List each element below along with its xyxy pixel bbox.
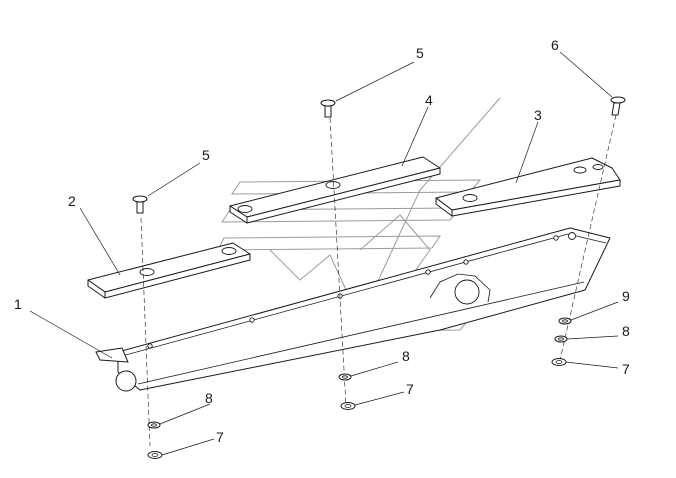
callout-1: 1 bbox=[14, 296, 22, 312]
callout-2: 2 bbox=[68, 193, 76, 209]
callout-9: 9 bbox=[622, 288, 630, 304]
washer-nut-center bbox=[338, 373, 356, 410]
callout-5-left: 5 bbox=[202, 147, 210, 163]
callout-6: 6 bbox=[551, 37, 559, 53]
plate-part-4 bbox=[229, 156, 441, 224]
plate-part-3 bbox=[435, 157, 621, 217]
callout-8-center: 8 bbox=[402, 348, 410, 364]
end-pin bbox=[115, 370, 137, 392]
callout-3: 3 bbox=[534, 107, 542, 123]
callout-5-center: 5 bbox=[416, 45, 424, 61]
washer-nut-right bbox=[551, 317, 572, 366]
callout-8-left: 8 bbox=[205, 390, 213, 406]
bolt-part-5-center bbox=[320, 99, 336, 118]
axis-left bbox=[140, 217, 151, 447]
callout-7-left: 7 bbox=[216, 429, 224, 445]
bolt-part-6 bbox=[610, 96, 626, 116]
axis-center bbox=[329, 117, 347, 407]
callout-8-right: 8 bbox=[622, 323, 630, 339]
callout-7-right: 7 bbox=[622, 361, 630, 377]
washer-nut-left bbox=[147, 421, 163, 459]
callout-7-center: 7 bbox=[406, 381, 414, 397]
leader-lines bbox=[29, 51, 619, 456]
bolt-part-5-left bbox=[132, 195, 148, 214]
callout-4: 4 bbox=[425, 92, 433, 108]
plate-part-2 bbox=[87, 242, 251, 299]
beam-part-1 bbox=[95, 227, 611, 392]
